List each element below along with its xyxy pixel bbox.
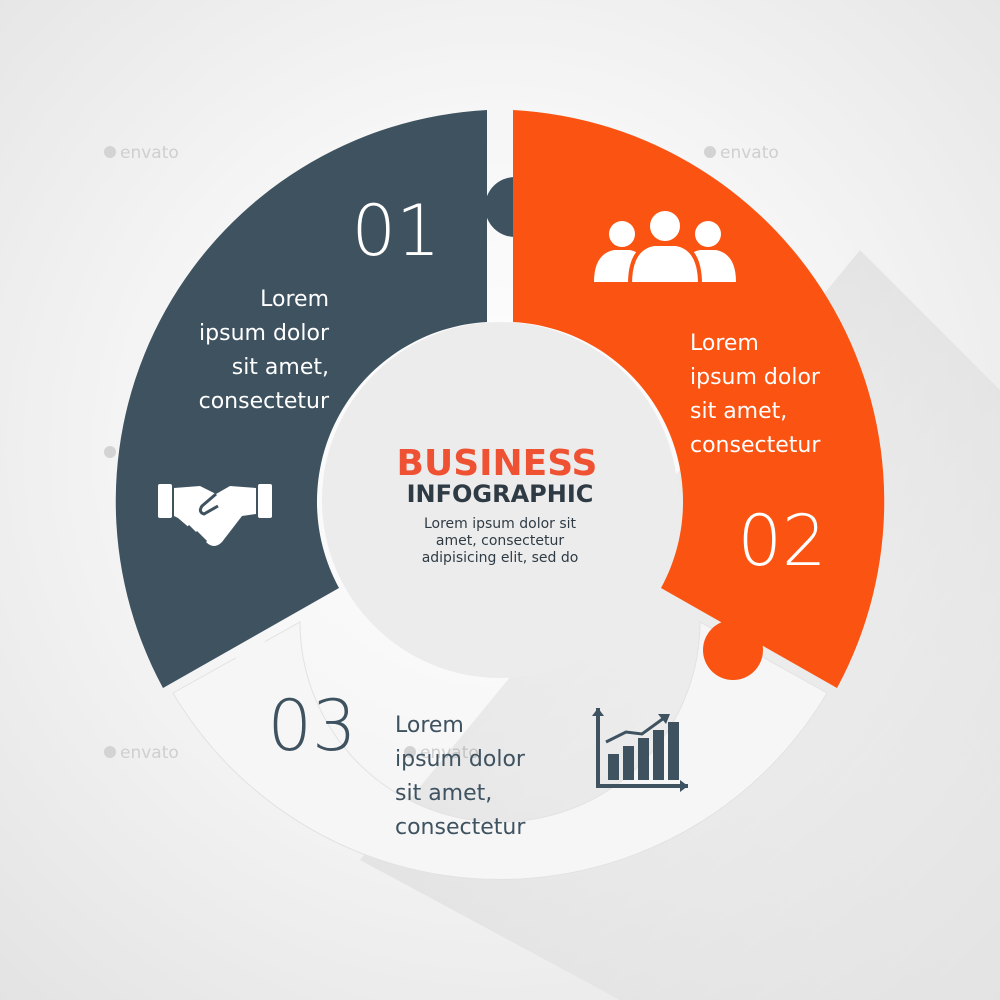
center-desc-line-1: Lorem ipsum dolor sit (424, 516, 577, 532)
segment-3-number: 03 (267, 685, 356, 767)
center-desc-line-2: amet, consectetur (436, 533, 564, 549)
segment-1-number: 01 (351, 190, 440, 272)
segment-1-text-line-2: ipsum dolor (199, 321, 330, 346)
watermark-7: envato (104, 743, 179, 763)
watermark-3: envato (704, 143, 779, 163)
segment-1-text: Lorem ipsum dolor sit amet, consectetur (199, 287, 330, 414)
segment-2-text: Lorem ipsum dolor sit amet, consectetur (690, 331, 821, 458)
center-title-infographic: INFOGRAPHIC (407, 480, 594, 508)
segment-3-text-line-4: consectetur (395, 815, 526, 840)
segment-1-text-line-1: Lorem (260, 287, 329, 312)
segment-1-text-line-3: sit amet, (232, 355, 329, 380)
center-desc-line-3: adipisicing elit, sed do (422, 550, 579, 566)
segment-2-text-line-4: consectetur (690, 433, 821, 458)
center-title-business: BUSINESS (397, 443, 598, 484)
handshake-icon (158, 484, 272, 546)
segment-2-text-line-2: ipsum dolor (690, 365, 821, 390)
segment-2-text-line-1: Lorem (690, 331, 759, 356)
segment-1-text-line-4: consectetur (199, 389, 330, 414)
watermark-1: envato (104, 143, 179, 163)
segment-3-text-line-1: Lorem (395, 713, 464, 738)
svg-text:envato: envato (120, 143, 179, 163)
segment-3-piece (172, 621, 828, 880)
segment-3-text-line-2: ipsum dolor (395, 747, 526, 772)
segment-2-knob (703, 620, 763, 680)
segment-2-number: 02 (737, 500, 826, 582)
segment-3-text-line-3: sit amet, (395, 781, 492, 806)
people-icon (594, 207, 736, 286)
segment-2-text-line-3: sit amet, (690, 399, 787, 424)
svg-text:envato: envato (720, 143, 779, 163)
svg-text:envato: envato (120, 743, 179, 763)
center-disc (322, 322, 678, 678)
bar-chart-icon (592, 708, 688, 792)
segment-3-text: Lorem ipsum dolor sit amet, consectetur (395, 713, 526, 840)
